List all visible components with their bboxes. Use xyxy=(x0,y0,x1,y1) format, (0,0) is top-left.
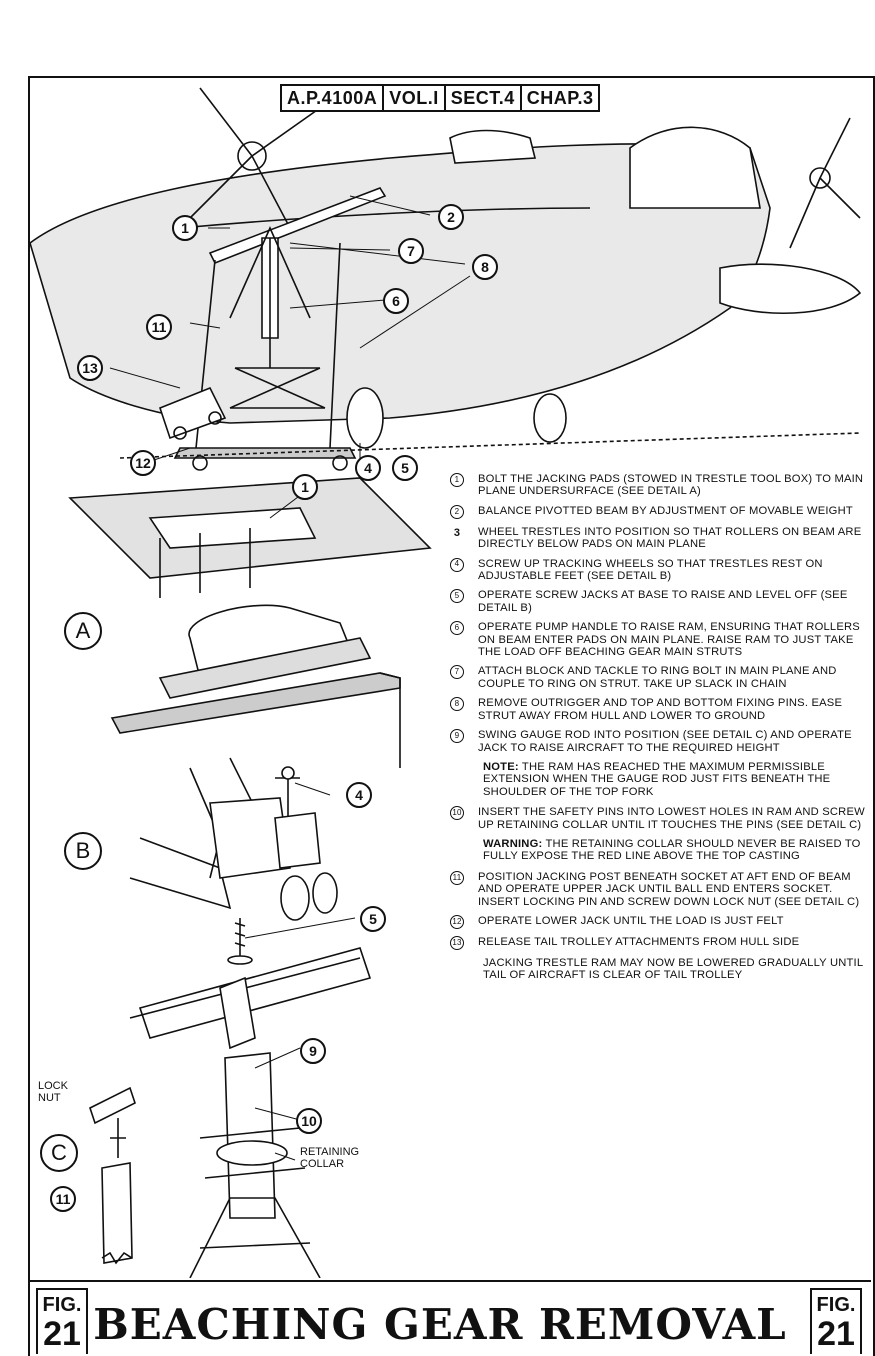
warning-block: WARNING: THE RETAINING COLLAR SHOULD NEV… xyxy=(483,838,868,863)
step-number: 1 xyxy=(450,473,464,487)
step-number: 4 xyxy=(450,557,464,572)
step-text: OPERATE PUMP HANDLE TO RAISE RAM, ENSURI… xyxy=(478,621,860,659)
fig-word: FIG. xyxy=(42,1294,82,1316)
callout-5-detail-b: 5 xyxy=(360,906,386,932)
step-text: BOLT THE JACKING PADS (STOWED IN TRESTLE… xyxy=(478,473,864,498)
step-text: SWING GAUGE ROD INTO POSITION (SEE DETAI… xyxy=(478,729,852,754)
step-3: 3 WHEEL TRESTLES INTO POSITION SO THAT RO… xyxy=(450,526,868,551)
fig-word: FIG. xyxy=(816,1294,856,1316)
step-13: 13 RELEASE TAIL TROLLEY ATTACHMENTS FROM … xyxy=(450,935,868,950)
step-text: SCREW UP TRACKING WHEELS SO THAT TRESTLE… xyxy=(478,557,823,583)
step-number: 6 xyxy=(450,621,464,636)
figure-title: BEACHING GEAR REMOVAL xyxy=(93,1300,787,1349)
step-text: OPERATE LOWER JACK UNTIL THE LOAD IS JUS… xyxy=(478,914,784,927)
callout-6: 6 xyxy=(383,288,409,314)
note-block: NOTE: THE RAM HAS REACHED THE MAXIMUM PE… xyxy=(483,761,868,798)
step-text: REMOVE OUTRIGGER AND TOP AND BOTTOM FIXI… xyxy=(478,697,843,722)
ref-publication: A.P.4100A xyxy=(282,86,385,110)
step-text: WHEEL TRESTLES INTO POSITION SO THAT ROL… xyxy=(478,525,862,551)
ref-chapter: CHAP.3 xyxy=(526,88,594,108)
callout-1-detail-a: 1 xyxy=(292,474,318,500)
callout-1: 1 xyxy=(172,215,198,241)
step-1: 1 BOLT THE JACKING PADS (STOWED IN TRESTL… xyxy=(450,473,868,498)
step-number: 10 xyxy=(450,806,464,821)
note-text: THE RAM HAS REACHED THE MAXIMUM PERMISSI… xyxy=(483,760,831,798)
step-text: OPERATE SCREW JACKS AT BASE TO RAISE AND… xyxy=(478,589,848,614)
ref-section: SECT.4 xyxy=(446,86,522,110)
callout-12: 12 xyxy=(130,450,156,476)
technical-illustration xyxy=(30,87,862,1278)
instruction-list: 1 BOLT THE JACKING PADS (STOWED IN TRESTL… xyxy=(450,473,868,990)
document-reference: A.P.4100A VOL.I SECT.4 CHAP.3 xyxy=(280,84,601,112)
step-text: INSERT THE SAFETY PINS INTO LOWEST HOLES… xyxy=(478,806,865,831)
fig-num: 21 xyxy=(43,1315,81,1353)
callout-4-detail-b: 4 xyxy=(346,782,372,808)
step-9: 9 SWING GAUGE ROD INTO POSITION (SEE DETA… xyxy=(450,729,868,754)
step-11: 11 POSITION JACKING POST BENEATH SOCKET A… xyxy=(450,870,868,908)
step-7: 7 ATTACH BLOCK AND TACKLE TO RING BOLT IN… xyxy=(450,665,868,690)
step-2: 2 BALANCE PIVOTTED BEAM BY ADJUSTMENT OF … xyxy=(450,504,868,519)
step-number: 8 xyxy=(450,697,464,712)
step-number: 5 xyxy=(450,589,464,604)
step-number: 12 xyxy=(450,914,464,929)
lock-nut-label: LOCK NUT xyxy=(38,1080,68,1104)
callout-4: 4 xyxy=(355,455,381,481)
callout-9: 9 xyxy=(300,1038,326,1064)
fig-num: 21 xyxy=(817,1315,855,1353)
step-4: 4 SCREW UP TRACKING WHEELS SO THAT TRESTL… xyxy=(450,557,868,583)
callout-7: 7 xyxy=(398,238,424,264)
step-number: 9 xyxy=(450,729,464,744)
callout-11-detail-c: 11 xyxy=(50,1186,76,1212)
callout-11: 11 xyxy=(146,314,172,340)
callout-10: 10 xyxy=(296,1108,322,1134)
step-text: ATTACH BLOCK AND TACKLE TO RING BOLT IN … xyxy=(478,665,837,690)
step-text: RELEASE TAIL TROLLEY ATTACHMENTS FROM HU… xyxy=(478,935,800,948)
callout-13: 13 xyxy=(77,355,103,381)
callout-2: 2 xyxy=(438,204,464,230)
step-12: 12 OPERATE LOWER JACK UNTIL THE LOAD IS J… xyxy=(450,914,868,929)
step-number: 2 xyxy=(450,504,464,519)
detail-c-marker: C xyxy=(40,1134,78,1172)
step-6: 6 OPERATE PUMP HANDLE TO RAISE RAM, ENSUR… xyxy=(450,621,868,658)
figure-number-left: FIG. 21 xyxy=(36,1288,88,1354)
step-5: 5 OPERATE SCREW JACKS AT BASE TO RAISE AN… xyxy=(450,589,868,614)
step-number: 13 xyxy=(450,935,464,950)
step-number: 7 xyxy=(450,665,464,680)
ref-volume: VOL.I xyxy=(384,86,446,110)
page-frame xyxy=(28,76,875,1356)
warning-text: THE RETAINING COLLAR SHOULD NEVER BE RAI… xyxy=(483,837,861,863)
step-text: POSITION JACKING POST BENEATH SOCKET AT … xyxy=(478,870,860,908)
footer-bar xyxy=(28,1280,871,1356)
step-text: BALANCE PIVOTTED BEAM BY ADJUSTMENT OF M… xyxy=(478,504,853,517)
callout-8: 8 xyxy=(472,254,498,280)
detail-a-marker: A xyxy=(64,612,102,650)
step-10: 10 INSERT THE SAFETY PINS INTO LOWEST HOL… xyxy=(450,806,868,831)
step-number: 11 xyxy=(450,870,464,885)
step-8: 8 REMOVE OUTRIGGER AND TOP AND BOTTOM FIX… xyxy=(450,697,868,722)
step-number: 3 xyxy=(453,526,461,539)
callout-5: 5 xyxy=(392,455,418,481)
detail-b-marker: B xyxy=(64,832,102,870)
closing-text: JACKING TRESTLE RAM MAY NOW BE LOWERED G… xyxy=(483,956,863,982)
figure-number-right: FIG. 21 xyxy=(810,1288,862,1354)
warning-label: WARNING: xyxy=(483,837,543,850)
retaining-collar-label: RETAINING COLLAR xyxy=(300,1146,360,1170)
note-label: NOTE: xyxy=(483,760,519,773)
